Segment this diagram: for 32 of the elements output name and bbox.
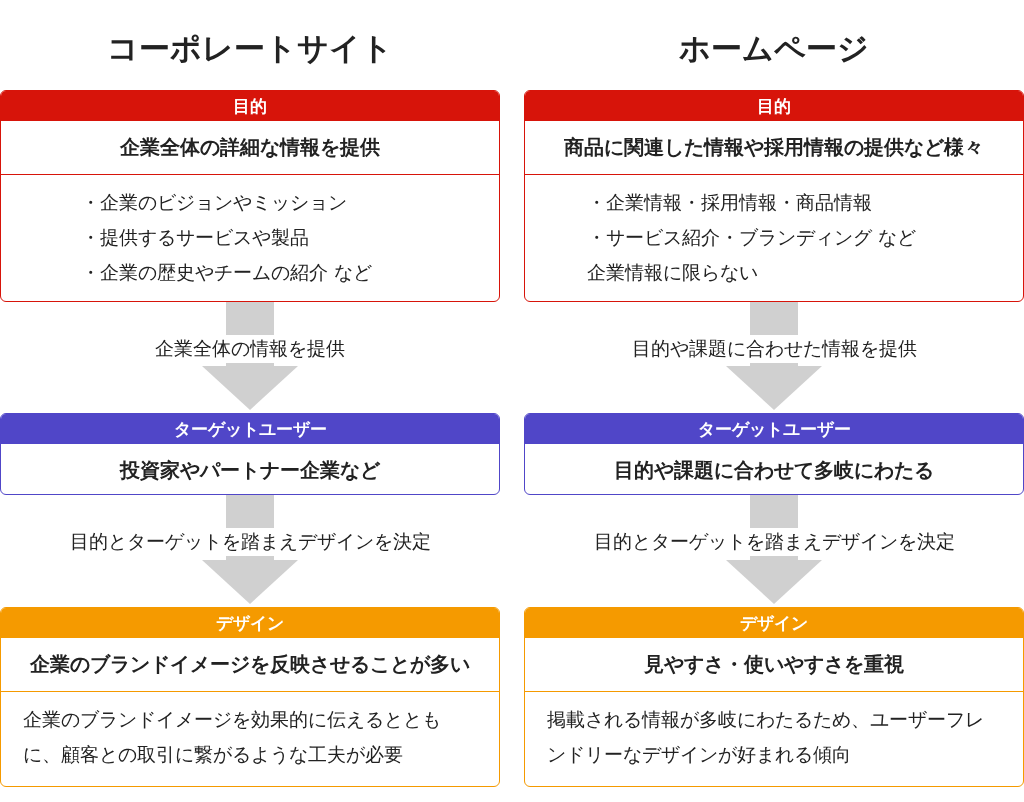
body-text: 企業のブランドイメージを効果的に伝えるとともに、顧客との取引に繋がるような工夫が必要 [23, 707, 442, 767]
list-item: 企業情報に限らない [587, 260, 758, 285]
card-heading: 企業のブランドイメージを反映させることが多い [29, 651, 471, 678]
info-card [0, 607, 500, 787]
info-card [524, 90, 1024, 302]
card-heading: 目的や課題に合わせて多岐にわたる [613, 457, 935, 484]
card-heading: 商品に関連した情報や採用情報の提供など様々 [563, 134, 985, 161]
header-bar: ターゲットユーザー [1, 414, 499, 444]
list-item: ・企業の歴史やチームの紹介 など [81, 260, 373, 285]
list-item: ・サービス紹介・ブランディング など [587, 225, 917, 250]
header-bar: デザイン [1, 608, 499, 638]
column-title: コーポレートサイト [106, 29, 394, 68]
info-card [524, 413, 1024, 495]
arrow [726, 495, 822, 604]
list-item: ・提供するサービスや製品 [81, 225, 309, 250]
arrow [202, 302, 298, 410]
list-item: ・企業のビジョンやミッション [81, 190, 347, 215]
arrow [202, 495, 298, 604]
info-card [0, 90, 500, 302]
header-bar: デザイン [525, 608, 1023, 638]
card-heading: 投資家やパートナー企業など [118, 457, 381, 484]
column-title: ホームページ [678, 29, 870, 68]
info-card [0, 413, 500, 495]
card-heading: 企業全体の詳細な情報を提供 [119, 134, 381, 161]
list-item: ・企業情報・採用情報・商品情報 [587, 190, 872, 215]
header-bar: 目的 [1, 91, 499, 121]
arrow [726, 302, 822, 410]
body-text: 掲載される情報が多岐にわたるため、ユーザーフレンドリーなデザインが好まれる傾向 [547, 707, 985, 767]
header-bar: ターゲットユーザー [525, 414, 1023, 444]
card-heading: 見やすさ・使いやすさを重視 [643, 651, 905, 678]
info-card [524, 607, 1024, 787]
header-bar: 目的 [525, 91, 1023, 121]
